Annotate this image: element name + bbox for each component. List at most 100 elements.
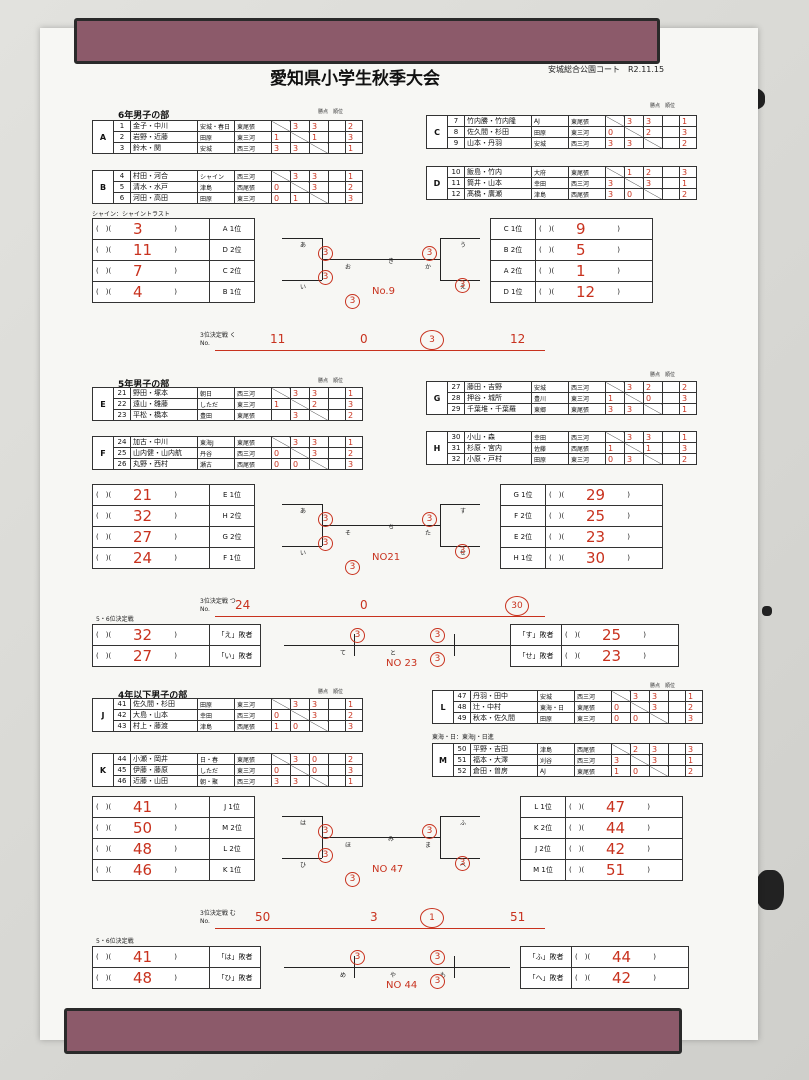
- score-mark: 3: [652, 755, 658, 765]
- handwritten-number: 23: [586, 528, 606, 546]
- points-cell: [328, 436, 346, 448]
- score-mark: 3: [627, 138, 633, 148]
- handwritten-number: 24: [133, 549, 153, 567]
- entry-club: 津島: [531, 188, 569, 200]
- entry-club: 安城: [197, 142, 235, 154]
- rank-mark: 3: [348, 721, 354, 731]
- slot-label: K 1位: [209, 859, 255, 881]
- slot-entry: ( )( )12: [535, 281, 653, 303]
- third-place-label: 3位決定戦 つ: [200, 598, 236, 605]
- slot-bracket: ( )( ): [96, 533, 177, 541]
- entry-district: 西三河: [234, 709, 272, 721]
- rank-mark: 3: [348, 459, 354, 469]
- bracket-line: [354, 967, 454, 968]
- abbrev-note: シャイン：シャイントラスト: [92, 211, 170, 218]
- match-score: 3: [624, 453, 644, 465]
- fifth-slots-right: 「す」敗者( )( )25「せ」敗者( )( )23: [510, 624, 679, 667]
- slot-entry: ( )( )51: [565, 859, 683, 881]
- match-score: [309, 775, 329, 787]
- score-mark: 3: [312, 388, 318, 398]
- entry-number: 7: [447, 115, 465, 127]
- entry-district: 東尾張: [234, 409, 272, 421]
- entry-players: 平野・吉田: [470, 743, 538, 755]
- handwritten-number: 48: [133, 840, 153, 858]
- score-mark: 3: [627, 382, 633, 392]
- points-cell: [662, 115, 680, 127]
- slot-bracket: ( )( ): [575, 974, 656, 982]
- match-score: [290, 398, 310, 410]
- match-score: 3: [290, 775, 310, 787]
- bracket-line: [380, 525, 440, 526]
- slot-bracket: ( )( ): [539, 246, 620, 254]
- score-mark: 1: [614, 766, 620, 776]
- entry-district: 西三河: [568, 431, 606, 443]
- match-score: 3: [624, 431, 644, 443]
- match-score: 3: [290, 142, 310, 154]
- slot-bracket: ( )( ): [565, 631, 646, 639]
- points-cell: [328, 709, 346, 721]
- match-score: [290, 764, 310, 776]
- points-cell: [668, 712, 686, 724]
- score-mark: 3: [293, 699, 299, 709]
- slot-label: A 2位: [490, 260, 536, 282]
- fifth-match-no: NO 23: [386, 658, 418, 669]
- points-cell: [328, 398, 346, 410]
- rank-mark: 2: [348, 410, 354, 420]
- score-circle: 3: [422, 512, 437, 527]
- rank-cell: 2: [345, 447, 363, 459]
- score-mark: 3: [608, 189, 614, 199]
- rank-mark: 2: [348, 754, 354, 764]
- score-mark: 0: [312, 754, 318, 764]
- match-score: [271, 387, 291, 399]
- entry-district: 東尾張: [574, 701, 612, 713]
- match-score: 1: [309, 131, 329, 143]
- match-score: [290, 709, 310, 721]
- slot-entry: ( )( )4: [92, 281, 210, 303]
- slot-entry: ( )( )42: [571, 967, 689, 989]
- rank-mark: 1: [348, 171, 354, 181]
- entry-number: 51: [453, 754, 471, 766]
- match-score: 0: [643, 392, 663, 404]
- third-place-label: 3位決定戦 む: [200, 910, 236, 917]
- handwritten-number: 48: [133, 969, 153, 987]
- match-score: 2: [643, 166, 663, 178]
- bracket-line: [440, 238, 480, 239]
- slot-bracket: ( )( ): [96, 652, 177, 660]
- score-mark: 3: [312, 437, 318, 447]
- points-cell: [662, 442, 680, 454]
- rank-cell: 1: [685, 690, 703, 702]
- bracket-slot: C 1位( )( )9: [490, 218, 653, 240]
- rank-cell: 2: [685, 765, 703, 777]
- entry-number: 2: [113, 131, 131, 143]
- rank-mark: 2: [682, 138, 688, 148]
- points-cell: [668, 701, 686, 713]
- slot-label: C 1位: [490, 218, 536, 240]
- score-mark: 0: [274, 193, 280, 203]
- entry-players: 辻・中村: [470, 701, 538, 713]
- slot-bracket: ( )( ): [569, 866, 650, 874]
- entry-players: 髙橋・廣瀬: [464, 188, 532, 200]
- bracket-line: [282, 546, 322, 547]
- slot-bracket: ( )( ): [549, 491, 630, 499]
- rank-cell: 1: [679, 115, 697, 127]
- handwritten-number: 12: [576, 283, 596, 301]
- section-heading: 6年男子の部: [118, 111, 170, 121]
- match-score: 3: [309, 698, 329, 710]
- score-mark: 0: [633, 713, 639, 723]
- entry-club: 丹谷: [197, 447, 235, 459]
- slot-bracket: ( )( ): [96, 512, 177, 520]
- entry-club: 津島: [197, 181, 235, 193]
- match-score: [624, 126, 644, 138]
- bracket-slot: K 2位( )( )44: [520, 817, 683, 839]
